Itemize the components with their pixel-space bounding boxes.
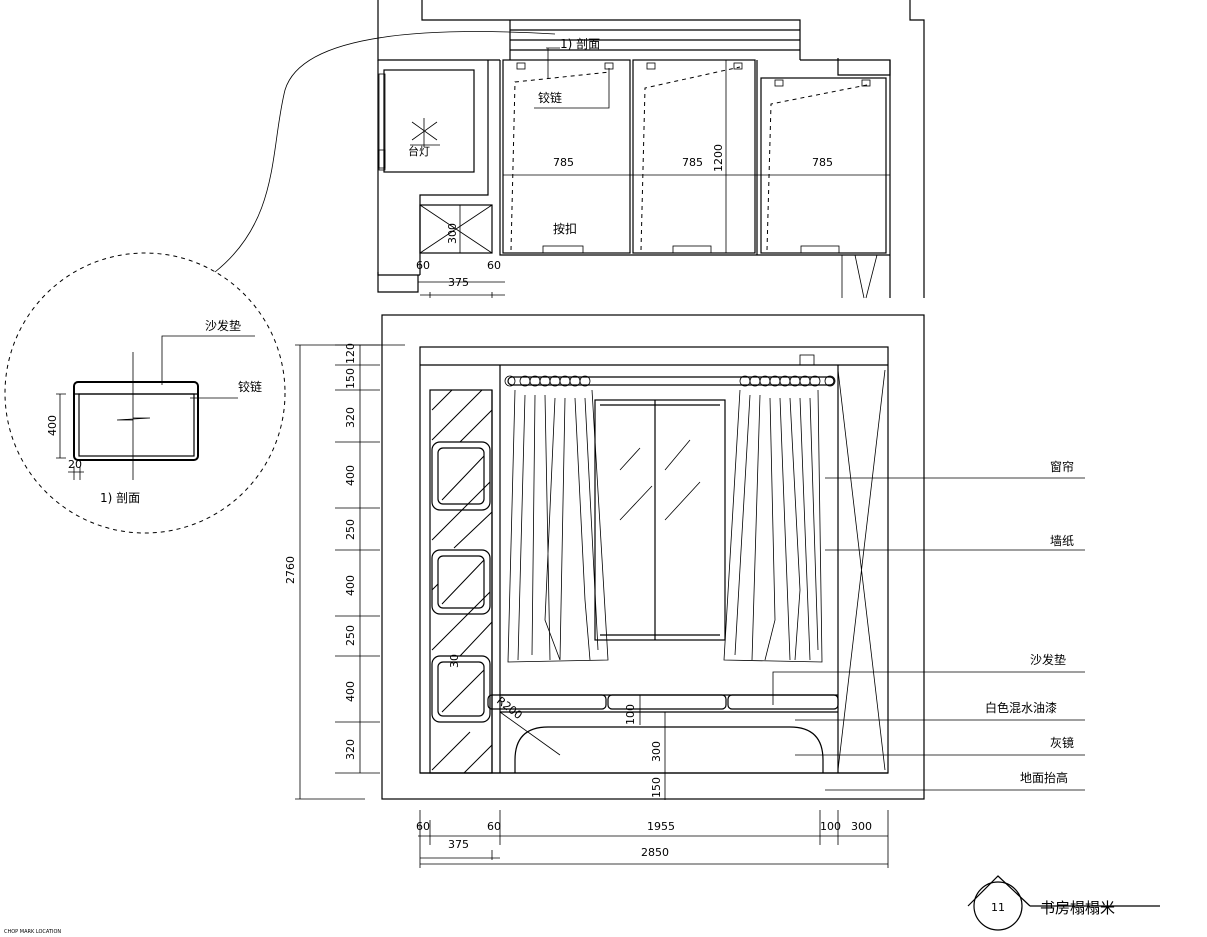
plan-dim-375: 375 (448, 276, 469, 289)
callout-grey-mirror: 灰镜 (1050, 735, 1074, 750)
section-mark-top: 1) 剖面 (560, 37, 600, 51)
detail-height-dim: 400 (46, 415, 59, 436)
plan-dim-60b: 60 (487, 259, 501, 272)
bottom-dim-60a: 60 (416, 820, 430, 833)
lamp-icon: 台灯 (408, 118, 440, 158)
drawing-title: 书房榻榻米 (1040, 899, 1115, 917)
total-height-dim: 2760 (284, 556, 297, 584)
chop-mark-note: CHOP MARK LOCATION (4, 929, 61, 935)
elev-dim-400c: 400 (344, 681, 357, 702)
push-latch-label: 按扣 (553, 222, 577, 236)
right-curtain (723, 389, 823, 663)
elevation-view: 2760 120 150 320 400 250 400 250 400 320… (284, 314, 1085, 868)
detail-leader-curve (214, 31, 556, 273)
curtain-rings (519, 375, 821, 387)
plan-view: 台灯 300 785 785 785 1 (377, 0, 925, 299)
cabinet-width-2: 785 (682, 156, 703, 169)
elev-dim-120: 120 (344, 343, 357, 364)
title-block: 11 书房榻榻米 CHOP MARK LOCATION (4, 875, 1160, 935)
elev-dim-150: 150 (344, 368, 357, 389)
inner-dim-300: 300 (650, 741, 663, 762)
callout-raised-floor: 地面抬高 (1020, 770, 1068, 785)
plan-hinge-label: 铰链 (538, 90, 562, 105)
elev-dim-250b: 250 (344, 625, 357, 646)
wall-hatch (431, 389, 493, 774)
bottom-dim-60b: 60 (487, 820, 501, 833)
elev-dim-320b: 320 (344, 739, 357, 760)
callout-cushion: 沙发垫 (1030, 652, 1066, 667)
detail-circle (4, 252, 286, 534)
plan-dim-300: 300 (446, 223, 459, 244)
detail-gap-dim: 20 (68, 458, 82, 471)
callout-curtain: 窗帘 (1050, 459, 1074, 474)
bottom-dim-100: 100 (820, 820, 841, 833)
detail-cushion-label: 沙发垫 (205, 318, 241, 333)
svg-text:台灯: 台灯 (408, 144, 430, 158)
callout-white-paint: 白色混水油漆 (985, 700, 1057, 715)
detail-hinge-label: 铰链 (238, 379, 262, 394)
section-detail: 沙发垫 铰链 400 20 1) 剖面 (4, 252, 286, 534)
bottom-dim-1955: 1955 (647, 820, 675, 833)
plan-dim-60a: 60 (416, 259, 430, 272)
bottom-dim-300: 300 (851, 820, 872, 833)
detail-section-label: 1) 剖面 (100, 491, 140, 505)
cabinet-width-1: 785 (553, 156, 574, 169)
title-number: 11 (991, 901, 1005, 914)
radius-label: R200 (494, 694, 525, 722)
callout-wallpaper: 墙纸 (1050, 534, 1074, 548)
bottom-dim-375: 375 (448, 838, 469, 851)
cabinet-width-3: 785 (812, 156, 833, 169)
bottom-dim-2850: 2850 (641, 846, 669, 859)
elev-dim-400a: 400 (344, 465, 357, 486)
elev-dim-250a: 250 (344, 519, 357, 540)
inner-dim-30: 30 (448, 654, 461, 668)
elev-dim-320a: 320 (344, 407, 357, 428)
inner-dim-100: 100 (624, 704, 637, 725)
elev-dim-400b: 400 (344, 575, 357, 596)
inner-dim-150: 150 (650, 777, 663, 798)
cabinet-height: 1200 (712, 144, 725, 172)
left-curtain (507, 389, 609, 663)
